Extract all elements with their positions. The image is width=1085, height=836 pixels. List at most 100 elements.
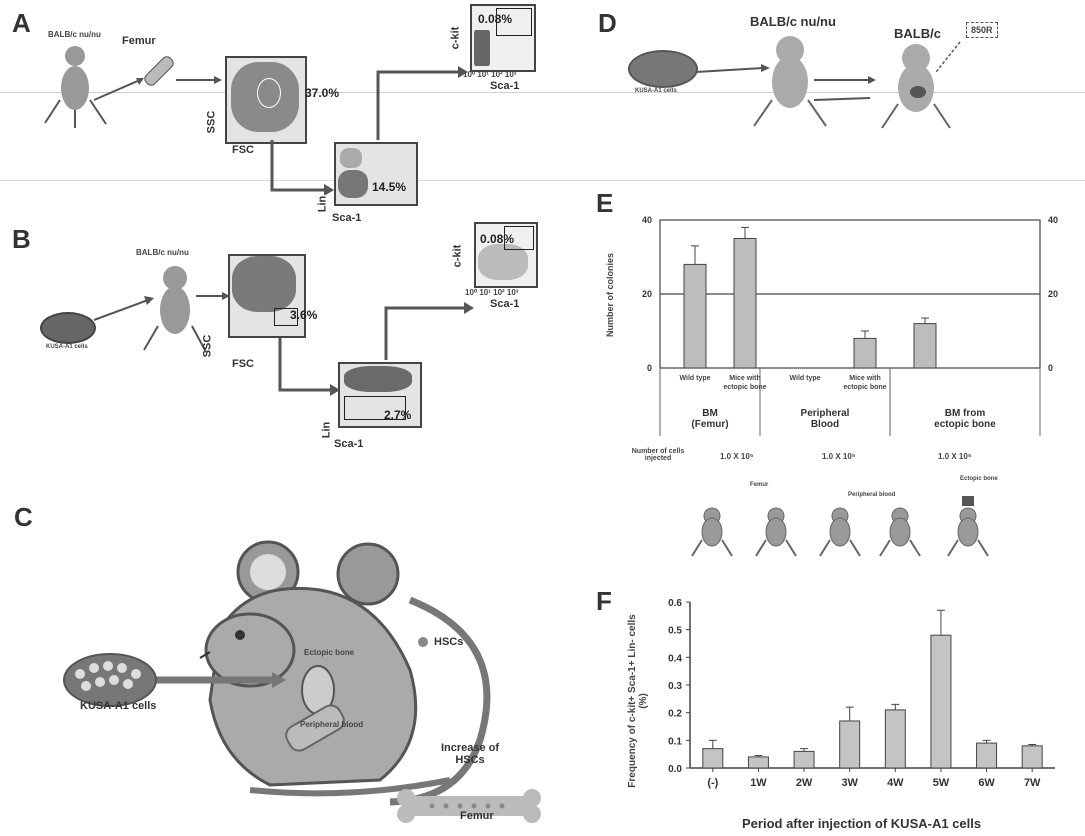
x-tick-label: (-) xyxy=(707,777,718,789)
panel-a-mouse-label: BALB/c nu/nu xyxy=(48,30,101,39)
mouse-icon xyxy=(143,266,207,353)
group-label: (Femur) xyxy=(691,419,728,430)
axis-a1-y: SSC xyxy=(205,110,218,134)
bar xyxy=(913,323,937,369)
facs-plot-b3 xyxy=(474,222,538,288)
mouse-diagram xyxy=(695,36,961,129)
mid-rule xyxy=(0,180,1085,181)
panel-e-letter: E xyxy=(596,188,614,218)
panel-c-ectopic-label: Ectopic bone xyxy=(304,648,355,657)
gate-pct-a3: 0.08% xyxy=(478,12,513,26)
y-tick-label: 0.3 xyxy=(668,681,682,692)
panel-d-dish-label: KUSA-A1 cells xyxy=(635,88,677,94)
panel-c-letter: C xyxy=(14,502,33,532)
panel-b-mouse-label: BALB/c nu/nu xyxy=(136,248,189,257)
panel-f-xlabel: Period after injection of KUSA-A1 cells xyxy=(742,816,982,831)
panel-d-letter: D xyxy=(598,8,617,38)
group-label: BM from xyxy=(945,408,986,419)
gate-pct-b3: 0.08% xyxy=(480,232,515,246)
panel-a-femur-label: Femur xyxy=(122,35,156,47)
y-tick-label-right: 20 xyxy=(1048,289,1058,299)
bar-label: ectopic bone xyxy=(723,384,766,391)
panel-c-increase-label: Increase of HSCs xyxy=(440,742,500,766)
y-tick-label: 0.4 xyxy=(668,653,682,664)
mouse-diagram xyxy=(63,540,541,823)
axis-a3-ticks: 10⁰ 10¹ 10² 10³ xyxy=(463,70,517,79)
x-tick-label: 3W xyxy=(841,777,858,789)
bar xyxy=(702,748,724,769)
arrow-icon xyxy=(270,66,468,195)
y-tick-label-left: 20 xyxy=(642,289,652,299)
panel-c-dish-label: KUSA-A1 cells xyxy=(80,700,157,712)
panel-c-blood-label: Peripheral blood xyxy=(300,720,364,729)
bar xyxy=(1021,745,1043,769)
arrow-icon xyxy=(93,56,222,101)
y-tick-label: 0.2 xyxy=(668,709,682,720)
gate-pct-b2: 2.7% xyxy=(384,408,412,422)
panel-e-cells-3: 1.0 X 10⁵ xyxy=(938,452,972,461)
petri-dish xyxy=(628,50,698,88)
axis-b2-x: Sca-1 xyxy=(334,438,364,450)
axis-a1-x: FSC xyxy=(232,144,254,156)
panel-f-ylabel: Frequency of c-kit+ Sca-1+ Lin- cells (%… xyxy=(627,614,649,788)
panel-e-blood-note: Peripheral blood xyxy=(848,492,896,498)
panel-e-cells-label: Number of cells injected xyxy=(631,448,685,462)
x-tick-label: 5W xyxy=(933,777,950,789)
bar-label: Mice with xyxy=(729,375,761,382)
y-tick-label: 0.6 xyxy=(668,598,682,609)
facs-plot-a3 xyxy=(470,4,536,72)
axis-b2-y: Lin xyxy=(320,421,333,439)
x-tick-label: 7W xyxy=(1024,777,1041,789)
arrow-icon xyxy=(93,292,230,321)
y-tick-label: 0.0 xyxy=(668,764,682,775)
axis-a3-x: Sca-1 xyxy=(490,80,520,92)
panel-e-cells-2: 1.0 X 10⁵ xyxy=(822,452,856,461)
petri-dish xyxy=(40,312,96,344)
axis-a2-y: Lin xyxy=(316,195,329,213)
axis-b1-x: FSC xyxy=(232,358,254,370)
panel-b-dish-label: KUSA-A1 cells xyxy=(46,344,88,350)
axis-a3-y: c-kit xyxy=(449,26,462,50)
group-label: ectopic bone xyxy=(934,419,996,430)
panel-b-letter: B xyxy=(12,224,31,254)
panel-f-letter: F xyxy=(596,586,612,616)
arrow-icon xyxy=(278,302,474,396)
group-label: Blood xyxy=(811,419,839,430)
y-tick-label-left: 0 xyxy=(647,363,652,373)
facs-plot-a2 xyxy=(334,142,418,206)
panel-d-mouse2-label: BALB/c xyxy=(894,26,941,41)
top-rule xyxy=(0,92,1085,93)
bar xyxy=(683,263,707,369)
panel-d-mouse1-label: BALB/c nu/nu xyxy=(750,14,836,29)
facs-plot-a1 xyxy=(225,56,307,144)
bar-label: Wild type xyxy=(679,375,710,382)
mouse-icon xyxy=(44,46,107,128)
group-label: Peripheral xyxy=(801,408,850,419)
panel-e-ylabel: Number of colonies xyxy=(605,252,616,338)
axis-b3-x: Sca-1 xyxy=(490,298,520,310)
panel-e-cells-1: 1.0 X 10⁵ xyxy=(720,452,754,461)
panel-d-radiation-label: 850R xyxy=(966,22,998,38)
y-tick-label-right: 0 xyxy=(1048,363,1053,373)
bar-label: Wild type xyxy=(789,375,820,382)
x-tick-label: 6W xyxy=(978,777,995,789)
axis-b3-y: c-kit xyxy=(451,244,464,268)
bar xyxy=(733,238,757,369)
axis-a2-x: Sca-1 xyxy=(332,212,362,224)
bar xyxy=(853,337,877,369)
x-tick-label: 4W xyxy=(887,777,904,789)
axis-b3-ticks: 10⁰ 10¹ 10² 10³ xyxy=(465,288,519,297)
group-label: BM xyxy=(702,408,718,419)
bar xyxy=(884,709,906,769)
gate-pct-a2: 14.5% xyxy=(372,180,407,194)
bar xyxy=(793,750,815,769)
y-tick-label: 0.1 xyxy=(668,736,682,747)
facs-plot-b1 xyxy=(228,254,306,338)
panel-e-femur-note: Femur xyxy=(750,482,769,488)
bar xyxy=(930,634,952,769)
panel-e-bone-note: Ectopic bone xyxy=(960,476,998,482)
gate-pct-a1: 37.0% xyxy=(305,86,340,100)
y-tick-label-left: 40 xyxy=(642,215,652,225)
